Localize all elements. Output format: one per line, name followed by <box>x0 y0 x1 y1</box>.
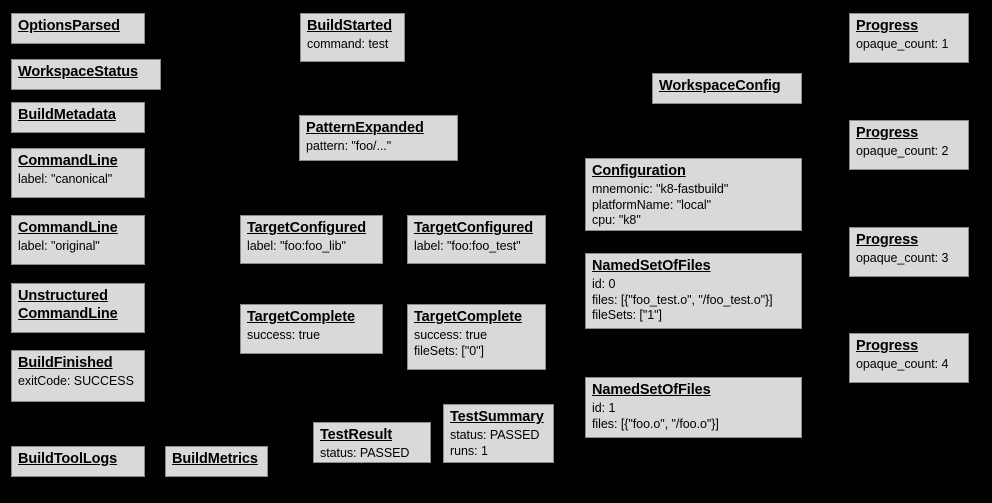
node-title: TargetComplete <box>414 309 522 325</box>
node-title: WorkspaceConfig <box>659 78 781 94</box>
node-pattern-expanded[interactable]: PatternExpanded pattern: "foo/..." <box>299 115 458 161</box>
node-title: BuildToolLogs <box>18 451 118 467</box>
node-title: NamedSetOfFiles <box>592 382 711 398</box>
node-workspace-config[interactable]: WorkspaceConfig <box>652 73 802 104</box>
node-target-complete-lib[interactable]: TargetComplete success: true <box>240 304 383 354</box>
node-title: Progress <box>856 338 919 354</box>
node-fields: label: "canonical" <box>18 171 113 186</box>
node-title: BuildStarted <box>307 18 393 34</box>
node-fields: command: test <box>307 36 389 51</box>
node-command-line-original[interactable]: CommandLine label: "original" <box>11 215 145 265</box>
node-fields: status: PASSED <box>320 445 410 460</box>
node-title: BuildMetrics <box>172 451 258 467</box>
node-fields: id: 1 files: [{"foo.o", "/foo.o"}] <box>592 400 719 431</box>
node-title: OptionsParsed <box>18 18 120 34</box>
node-build-started[interactable]: BuildStarted command: test <box>300 13 405 62</box>
node-test-summary[interactable]: TestSummary status: PASSED runs: 1 <box>443 404 554 463</box>
node-progress-4[interactable]: Progress opaque_count: 4 <box>849 333 969 383</box>
node-title: TestResult <box>320 427 393 443</box>
node-title: TestSummary <box>450 409 544 425</box>
node-title: Progress <box>856 18 919 34</box>
node-title: Progress <box>856 232 919 248</box>
node-fields: opaque_count: 1 <box>856 36 949 51</box>
node-target-configured-foo-lib[interactable]: TargetConfigured label: "foo:foo_lib" <box>240 215 383 264</box>
node-fields: opaque_count: 2 <box>856 143 949 158</box>
node-target-complete-test[interactable]: TargetComplete success: true fileSets: ["… <box>407 304 546 370</box>
node-fields: status: PASSED runs: 1 <box>450 427 540 458</box>
node-fields: opaque_count: 4 <box>856 356 949 371</box>
node-fields: pattern: "foo/..." <box>306 138 392 153</box>
node-title: Unstructured CommandLine <box>18 288 118 322</box>
node-workspace-status[interactable]: WorkspaceStatus <box>11 59 161 90</box>
node-title: PatternExpanded <box>306 120 424 136</box>
node-named-set-of-files-0[interactable]: NamedSetOfFiles id: 0 files: [{"foo_test.… <box>585 253 802 329</box>
node-build-metrics[interactable]: BuildMetrics <box>165 446 268 477</box>
node-fields: exitCode: SUCCESS <box>18 373 134 388</box>
node-progress-3[interactable]: Progress opaque_count: 3 <box>849 227 969 277</box>
node-fields: mnemonic: "k8-fastbuild" platformName: "… <box>592 181 729 228</box>
node-fields: success: true <box>247 327 320 342</box>
node-title: Configuration <box>592 163 686 179</box>
node-title: CommandLine <box>18 153 118 169</box>
node-test-result[interactable]: TestResult status: PASSED <box>313 422 431 463</box>
node-progress-1[interactable]: Progress opaque_count: 1 <box>849 13 969 63</box>
node-build-tool-logs[interactable]: BuildToolLogs <box>11 446 145 477</box>
node-title: TargetConfigured <box>414 220 533 236</box>
node-build-metadata[interactable]: BuildMetadata <box>11 102 145 133</box>
node-title: Progress <box>856 125 919 141</box>
node-configuration[interactable]: Configuration mnemonic: "k8-fastbuild" pl… <box>585 158 802 231</box>
node-fields: label: "original" <box>18 238 100 253</box>
node-title: WorkspaceStatus <box>18 64 138 80</box>
node-progress-2[interactable]: Progress opaque_count: 2 <box>849 120 969 170</box>
node-fields: label: "foo:foo_test" <box>414 238 521 253</box>
node-target-configured-foo-test[interactable]: TargetConfigured label: "foo:foo_test" <box>407 215 546 264</box>
node-fields: success: true fileSets: ["0"] <box>414 327 487 358</box>
node-build-finished[interactable]: BuildFinished exitCode: SUCCESS <box>11 350 145 402</box>
node-named-set-of-files-1[interactable]: NamedSetOfFiles id: 1 files: [{"foo.o", "… <box>585 377 802 438</box>
node-title: NamedSetOfFiles <box>592 258 711 274</box>
node-options-parsed[interactable]: OptionsParsed <box>11 13 145 44</box>
node-fields: id: 0 files: [{"foo_test.o", "/foo_test.… <box>592 276 773 323</box>
node-title: BuildMetadata <box>18 107 116 123</box>
node-fields: label: "foo:foo_lib" <box>247 238 346 253</box>
node-title: CommandLine <box>18 220 118 236</box>
node-fields: opaque_count: 3 <box>856 250 949 265</box>
node-title: TargetConfigured <box>247 220 366 236</box>
node-title: TargetComplete <box>247 309 355 325</box>
node-title: BuildFinished <box>18 355 113 371</box>
node-unstructured-command-line[interactable]: Unstructured CommandLine <box>11 283 145 333</box>
node-command-line-canonical[interactable]: CommandLine label: "canonical" <box>11 148 145 198</box>
